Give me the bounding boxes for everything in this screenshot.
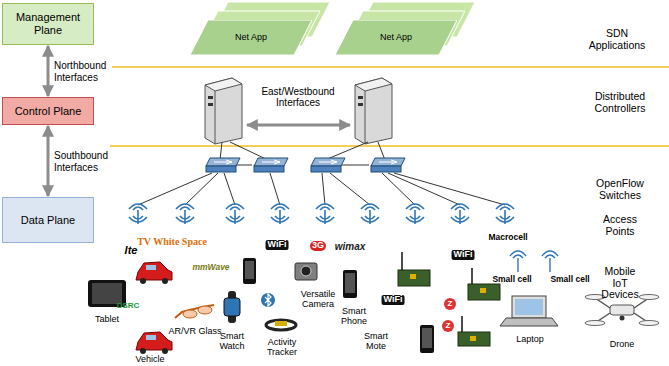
plane-box: Management Plane: [2, 3, 94, 45]
label-text: East/Westbound Interfaces: [256, 86, 341, 108]
label-text: Mobile IoT Devices: [596, 266, 645, 301]
devices: [88, 251, 659, 354]
node-text: Net App: [235, 32, 267, 42]
plane-box: Data Plane: [2, 197, 94, 243]
label-text: WiFi: [266, 240, 289, 250]
label-text: 3G: [310, 241, 326, 251]
netapp-layer: Net App: [335, 20, 457, 55]
label-text: Macrocell: [488, 233, 527, 242]
node-text: Net App: [380, 32, 412, 42]
label-text: TV White Space: [137, 236, 207, 247]
label-text: WiFi: [382, 295, 405, 305]
label-text: Z: [442, 320, 454, 332]
layer-divider: [110, 66, 669, 68]
plane-box: Control Plane: [2, 97, 94, 125]
label-text: Versatile Camera: [296, 290, 341, 310]
label-text: Smart Watch: [214, 332, 250, 352]
layer-divider: [110, 145, 669, 147]
access-point: [129, 204, 514, 224]
label-text: AR/VR Glass: [168, 327, 221, 337]
node-text: Data Plane: [21, 214, 75, 227]
label-text: Smart Mote: [356, 332, 396, 352]
label-text: Small cell: [550, 275, 589, 284]
label-text: Drone: [610, 340, 635, 350]
controller-server: [205, 78, 392, 144]
node-text: Management Plane: [7, 11, 89, 36]
east-west-arrow: [247, 124, 350, 127]
node-text: Control Plane: [15, 105, 82, 118]
label-text: mmWave: [192, 263, 229, 272]
edge-label: Southbound Interfaces: [54, 150, 112, 173]
label-text: DSRC: [117, 302, 140, 311]
label-text: Activity Tracker: [260, 338, 305, 358]
label-text: wimax: [335, 241, 366, 252]
label-text: lte: [125, 244, 138, 256]
label-text: WiFi: [452, 250, 475, 260]
label-text: Vehicle: [135, 355, 164, 365]
label-text: SDN Applications: [589, 28, 646, 51]
label-text: OpenFlow Switches: [596, 178, 645, 201]
label-text: Distributed Controllers: [595, 91, 646, 114]
label-text: Laptop: [516, 335, 544, 345]
label-text: Tablet: [95, 315, 119, 325]
label-text: Small cell: [492, 275, 531, 284]
interface-arrow: [47, 126, 50, 196]
openflow-switch: [206, 158, 405, 172]
switch-links: [138, 142, 505, 205]
label-text: Smart Phone: [334, 307, 374, 327]
edge-label: Northbound Interfaces: [54, 60, 112, 83]
interface-arrow: [47, 46, 50, 96]
label-text: Access Points: [596, 214, 645, 237]
netapp-layer: Net App: [190, 20, 312, 55]
label-text: Z: [444, 298, 456, 310]
